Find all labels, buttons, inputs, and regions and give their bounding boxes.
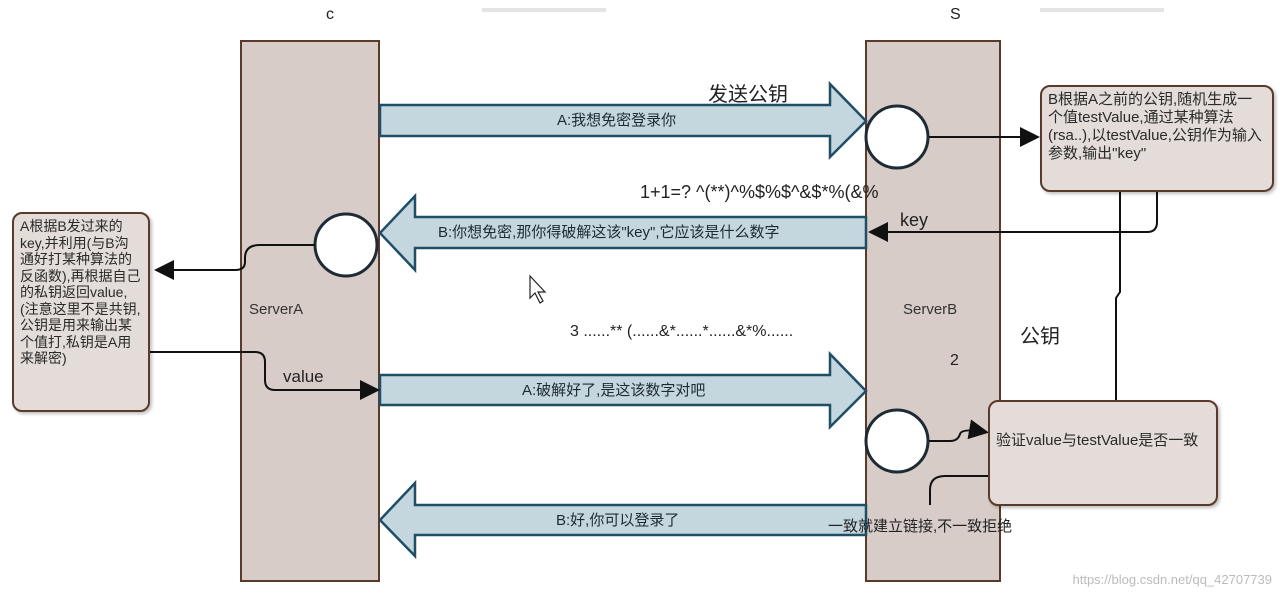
arrow-b-ok-text: B:好,你可以登录了 [556, 512, 680, 529]
watermark: https://blog.csdn.net/qq_42707739 [1072, 572, 1273, 587]
node-b-circle-top [864, 104, 930, 170]
connector-a-to-decrypt [154, 244, 315, 280]
client-header: c [326, 6, 334, 23]
arrow-b-challenge [378, 192, 868, 274]
arrow-a-answer [378, 350, 868, 431]
connector-decrypt-to-answer [150, 351, 380, 400]
arrow-b-ok [378, 479, 868, 560]
key-label: key [900, 210, 929, 230]
top-tab-decor-1 [482, 8, 606, 12]
send-pubkey-label: 发送公钥 [708, 84, 788, 106]
a-decrypt-box: A根据B发过来的key,并利用(与B沟通好打某种算法的反函数),再根据自己的私钥… [12, 212, 150, 412]
connector-generate-to-key [868, 192, 1158, 242]
b-generate-box: B根据A之前的公钥,随机生成一个值testValue,通过某种算法(rsa..)… [1040, 85, 1274, 192]
node-b-circle-bottom [864, 408, 930, 474]
server-header: S [950, 6, 961, 23]
connector-b-to-verify [929, 419, 989, 442]
arrow-a-login [378, 80, 868, 161]
arrow-b-challenge-text: B:你想免密,那你得破解这该"key",它应该是什么数字 [438, 224, 780, 241]
arrow-a-login-text: A:我想免密登录你 [557, 112, 677, 129]
server-a-lane [240, 40, 380, 582]
verify-box: 验证value与testValue是否一致 [988, 400, 1218, 506]
mouse-cursor-icon [529, 274, 547, 304]
connector-verify-to-ok [929, 475, 990, 505]
server-b-label: ServerB [903, 301, 958, 318]
value-label: value [283, 367, 324, 386]
consistent-label: 一致就建立链接,不一致拒绝 [828, 518, 1013, 535]
top-tab-decor-2 [1040, 8, 1164, 12]
puzzle-label: 1+1=? ^(**)^%$%$^&$*%(&% [640, 182, 879, 202]
server-a-label: ServerA [249, 301, 304, 318]
node-a-circle [313, 212, 379, 278]
number-2-label: 2 [950, 352, 959, 369]
arrow-a-answer-text: A:破解好了,是这该数字对吧 [522, 382, 706, 399]
garble-label: 3 ......** (......&*......*......&*%....… [570, 323, 794, 340]
connector-testvalue-to-verify [1106, 140, 1126, 428]
pubkey-label: 公钥 [1020, 326, 1060, 348]
